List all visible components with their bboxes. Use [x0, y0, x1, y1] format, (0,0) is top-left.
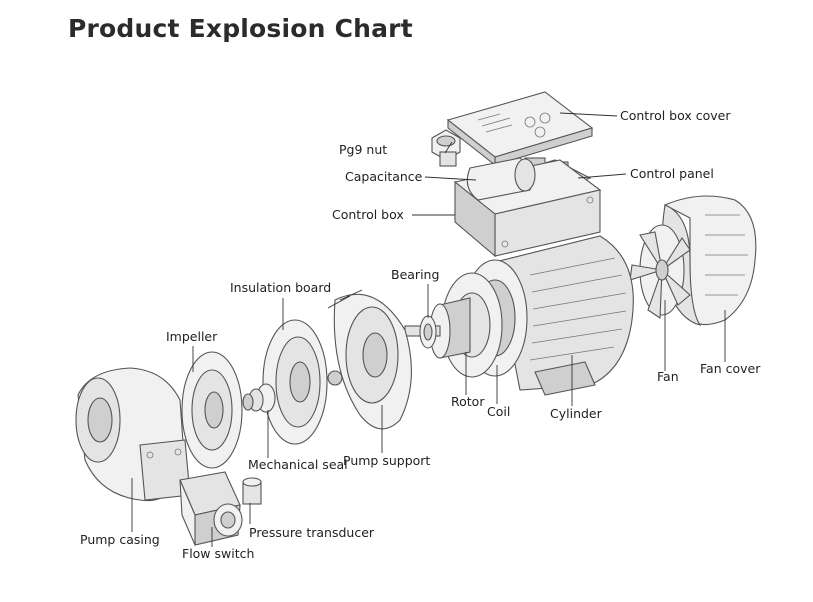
- label-pump-casing: Pump casing: [80, 532, 160, 547]
- label-cylinder: Cylinder: [550, 406, 603, 421]
- capacitance-part: [466, 157, 536, 201]
- label-pg9-nut: Pg9 nut: [339, 142, 387, 157]
- page-title: Product Explosion Chart: [68, 14, 413, 43]
- label-fan-cover: Fan cover: [700, 361, 761, 376]
- control-box-cover-part: [446, 91, 594, 167]
- impeller-part: [181, 351, 243, 469]
- label-insulation-board: Insulation board: [230, 280, 331, 295]
- label-mechanical-seal: Mechanical seal: [248, 457, 348, 472]
- bearing-part: [419, 315, 437, 349]
- label-fan: Fan: [657, 369, 679, 384]
- label-control-panel: Control panel: [630, 166, 714, 181]
- label-capacitance: Capacitance: [345, 169, 423, 184]
- label-flow-switch: Flow switch: [182, 546, 254, 561]
- flow-switch-part: [179, 471, 243, 546]
- label-pressure-transducer: Pressure transducer: [249, 525, 375, 540]
- label-control-box: Control box: [332, 207, 404, 222]
- insulation-board-part: [262, 319, 328, 445]
- label-pump-support: Pump support: [343, 453, 430, 468]
- pg9-nut-part: [431, 129, 461, 167]
- pump-support-part: [327, 289, 412, 430]
- mechanical-seal-part: [242, 383, 276, 413]
- label-bearing: Bearing: [391, 267, 439, 282]
- label-coil: Coil: [487, 404, 510, 419]
- pump-casing-part: [75, 367, 191, 502]
- rotor-part: [404, 297, 471, 359]
- pressure-transducer-part: [242, 477, 262, 505]
- fan-part: [629, 224, 691, 320]
- leader-lines: [131, 112, 726, 547]
- label-rotor: Rotor: [451, 394, 485, 409]
- label-impeller: Impeller: [166, 329, 218, 344]
- label-control-box-cover: Control box cover: [620, 108, 731, 123]
